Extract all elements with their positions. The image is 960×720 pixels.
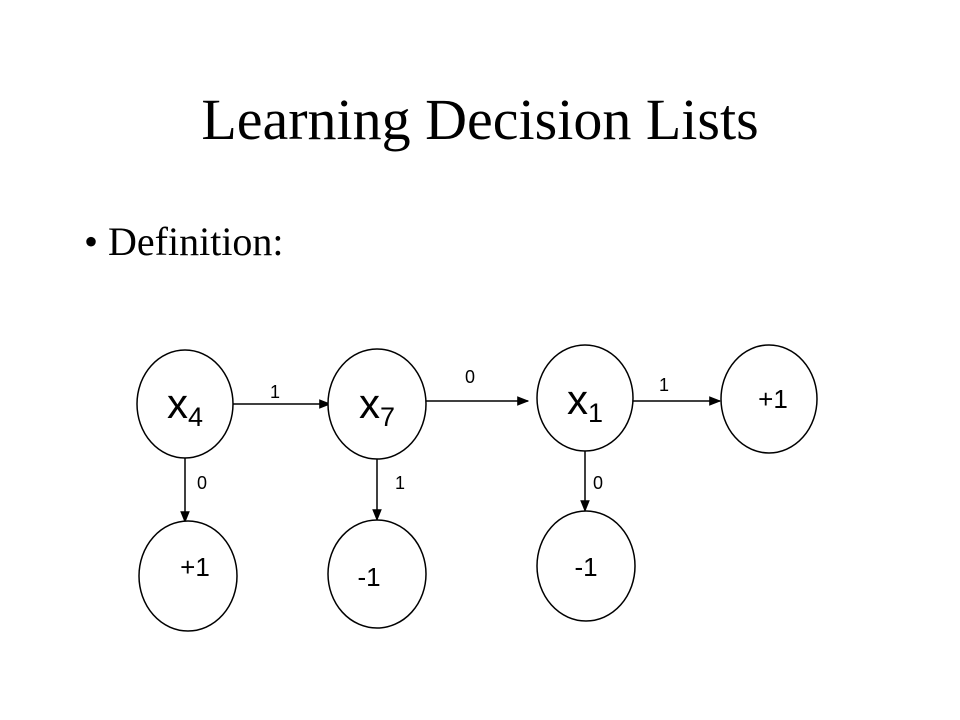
node-output-x1: -1 <box>536 510 636 622</box>
node-x1-label: x1 <box>567 376 603 428</box>
node-x7: x7 <box>327 348 427 460</box>
edge-label-x1-to-final: 1 <box>659 375 669 395</box>
slide-title: Learning Decision Lists <box>201 87 759 152</box>
bullet-definition: •Definition: <box>84 218 284 266</box>
edge-label-x7-to-x1: 0 <box>465 367 475 387</box>
edge-label-x7-down: 1 <box>395 473 405 493</box>
bullet-marker: • <box>84 219 99 264</box>
node-output-final-label: +1 <box>758 384 788 414</box>
node-x4-label: x4 <box>167 380 203 432</box>
edge-label-x4-down: 0 <box>197 473 207 493</box>
node-output-final: +1 <box>720 344 818 454</box>
node-output-x7: -1 <box>327 519 427 629</box>
node-x4: x4 <box>136 349 234 459</box>
node-output-x1-label: -1 <box>574 552 597 582</box>
node-x1: x1 <box>536 344 634 452</box>
node-output-x4: +1 <box>138 520 238 632</box>
bullet-text: Definition: <box>108 219 284 264</box>
edge-label-x4-to-x7: 1 <box>270 382 280 402</box>
edge-label-x1-down: 0 <box>593 473 603 493</box>
node-output-x4-label: +1 <box>180 552 210 582</box>
node-x7-label: x7 <box>359 380 395 432</box>
node-output-x7-label: -1 <box>357 562 380 592</box>
